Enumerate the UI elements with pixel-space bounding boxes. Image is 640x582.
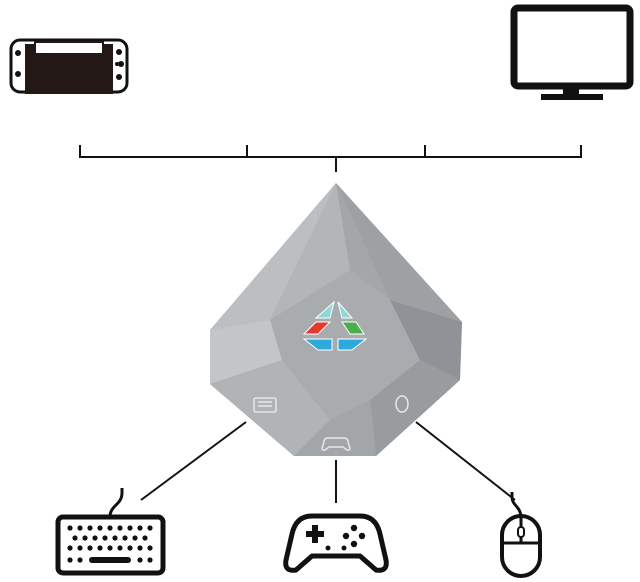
gamepad-icon: [283, 513, 389, 573]
keyboard-icon: [55, 488, 166, 576]
top-connector-lines: [79, 145, 582, 172]
monitor-icon: [510, 4, 634, 100]
converter-hub-icon: [210, 183, 462, 456]
hub-mouse-port-icon: [395, 395, 409, 413]
nintendo-switch-console-icon: [9, 38, 129, 94]
hub-keyboard-port-icon: [253, 397, 277, 413]
mouse-icon: [500, 492, 542, 578]
hub-gamepad-port-icon: [321, 437, 351, 451]
hub-logo: [302, 300, 368, 351]
bottom-connector-lines: [140, 421, 516, 503]
